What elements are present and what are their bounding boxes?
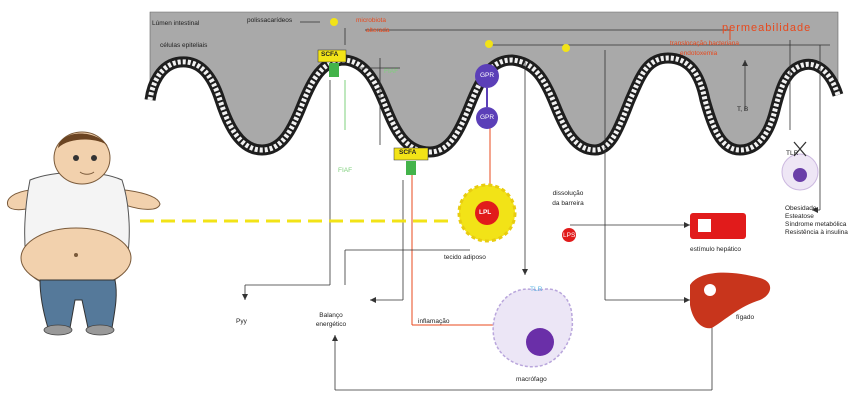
- gpr-label: GPR: [480, 72, 495, 79]
- gpr-receptor: [475, 64, 499, 129]
- liver-icon: [690, 272, 771, 329]
- bacteria-icon: [330, 18, 570, 52]
- polysaccharide-label: polissacarídeos: [247, 17, 293, 24]
- tlr-label: TLR: [786, 150, 799, 157]
- right-list-4: Resistência à insulina: [785, 229, 848, 236]
- gpr-label-2: GPR: [480, 114, 495, 121]
- lymphocyte-icon: [781, 141, 819, 191]
- fiaf-label-top: FIAF: [384, 68, 399, 75]
- hepatic-stimulus-label: estímulo hepático: [690, 246, 741, 253]
- epithelial-cells: [147, 55, 841, 155]
- tb-label: T, B: [737, 106, 749, 113]
- adipocyte-icon: [457, 183, 517, 243]
- fiaf-label-mid: FIAF: [338, 167, 353, 174]
- scfa-receptor-top: [317, 49, 347, 77]
- right-list-3: Síndrome metabólica: [785, 221, 847, 228]
- lps-label: LPS: [563, 232, 576, 239]
- pyy-label: Pyy: [236, 318, 247, 325]
- energy-balance-label: Balanço: [319, 312, 343, 319]
- altered-microbiota-label-2: alterada: [366, 27, 390, 34]
- scfa-receptor-mid: [393, 147, 429, 175]
- endotoxemia-label: endotoxemia: [680, 50, 718, 57]
- barrier-dissolution-label-2: da barreira: [552, 200, 584, 207]
- scfa-label-top: SCFA: [321, 51, 339, 58]
- obese-man-icon: [6, 131, 161, 336]
- lps-icon: [562, 228, 576, 242]
- right-list-1: Obesidade: [785, 205, 817, 212]
- barrier-dissolution-label: dissolução: [552, 190, 584, 197]
- energy-balance-label-2: energético: [315, 321, 347, 328]
- lumen-label: Lúmen intestinal: [152, 20, 200, 27]
- hepatic-stimulus-box: [690, 213, 746, 239]
- adipose-tissue-label: tecido adiposo: [444, 254, 486, 261]
- epithelial-cells-label: células epiteliais: [160, 42, 208, 49]
- lpl-label: LPL: [479, 209, 492, 216]
- right-list-2: Esteatose: [785, 213, 814, 220]
- altered-microbiota-label: microbiota: [356, 17, 386, 24]
- liver-label: fígado: [736, 314, 755, 321]
- inflammation-label: inflamação: [418, 318, 450, 325]
- tlr-macrophage-label: TLR: [530, 286, 543, 293]
- translocation-label: translocação bacteriana: [670, 40, 740, 47]
- scfa-label-mid: SCFA: [399, 149, 417, 156]
- lumen-connectors: [300, 21, 830, 301]
- macrophage-icon: [492, 288, 574, 368]
- macrophage-label: macrófago: [516, 376, 547, 383]
- permeability-label: permeabilidade: [722, 22, 812, 34]
- arrowheads: [242, 60, 818, 341]
